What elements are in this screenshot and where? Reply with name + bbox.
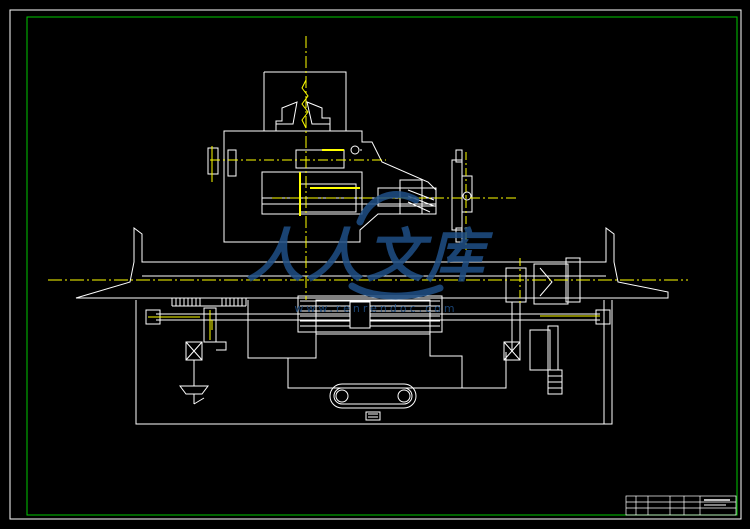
- watermark: 人人文库 www.renrendoc.com: [246, 191, 494, 315]
- centerlines: [48, 36, 688, 340]
- machine-base: [135, 299, 613, 425]
- watermark-domain: www.renrendoc.com: [294, 302, 457, 315]
- left-feed-mechanism: [179, 307, 227, 405]
- title-block: [625, 495, 737, 516]
- work-table: [75, 227, 669, 299]
- right-feed-mechanism: [503, 325, 563, 395]
- sheet-inner-border: [26, 16, 738, 516]
- motor-housing: [263, 71, 347, 132]
- sheet-outer-border: [9, 9, 742, 520]
- feed-shaft: [145, 309, 611, 325]
- rack-teeth: [171, 298, 247, 307]
- right-spindle: [505, 257, 581, 352]
- left-handle: [207, 147, 219, 180]
- watermark-text: 人人文库: [246, 222, 494, 290]
- tool-handwheel: [451, 149, 473, 243]
- belt-drive: [329, 383, 417, 421]
- watermark-swoosh: [348, 191, 444, 300]
